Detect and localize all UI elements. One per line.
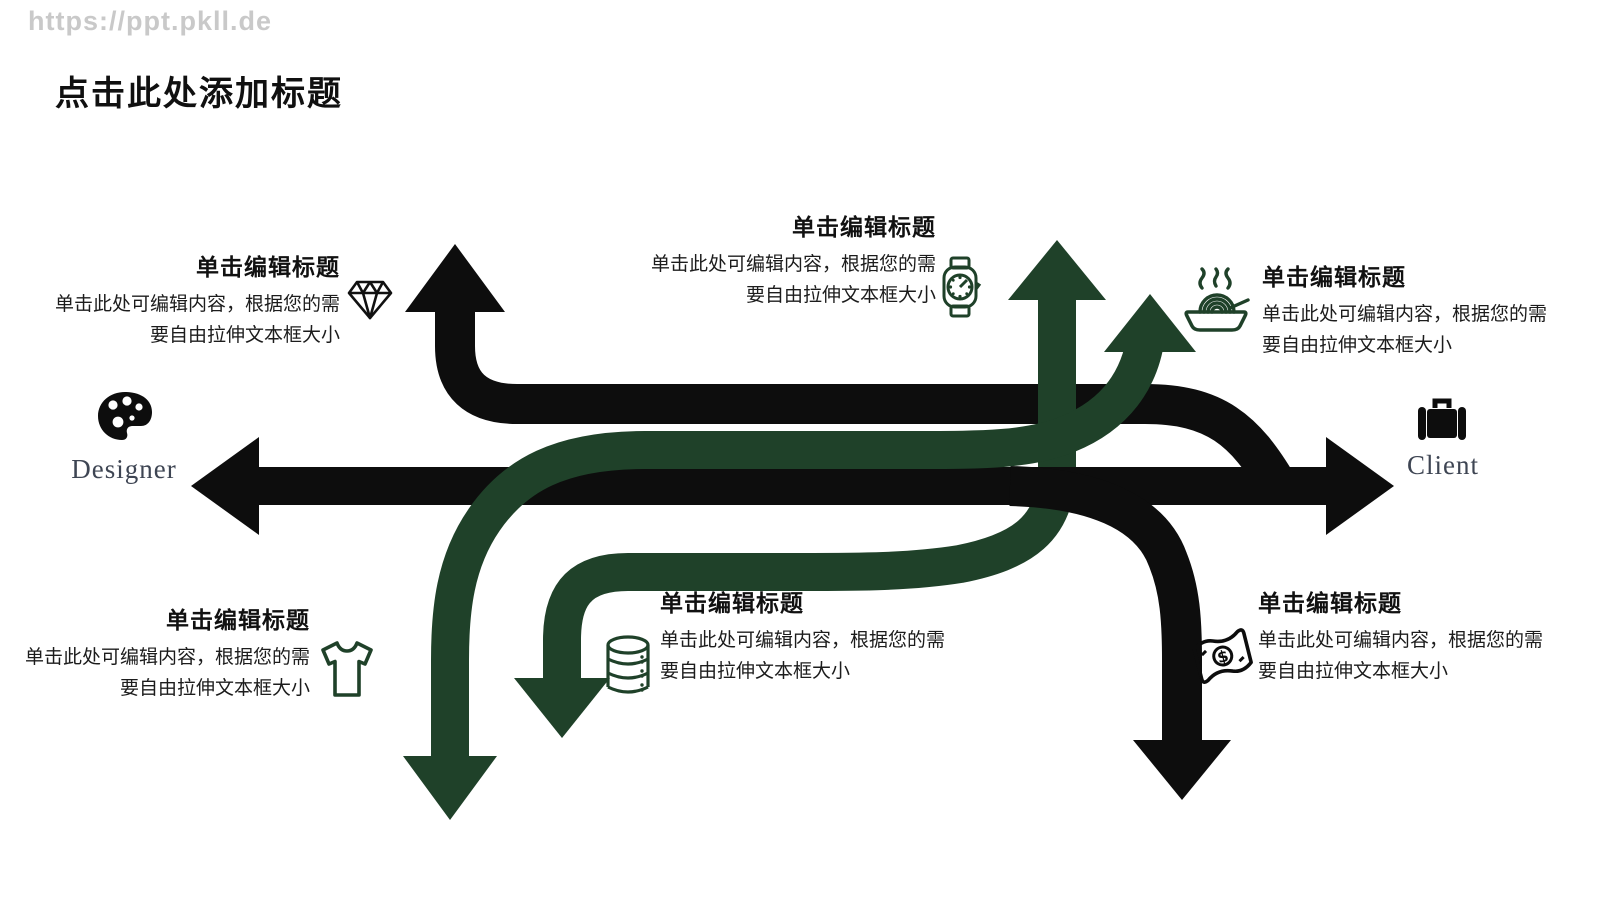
diamond-icon — [347, 280, 393, 320]
briefcase-icon — [1418, 398, 1466, 440]
block-body-line1[interactable]: 单击此处可编辑内容，根据您的需 — [24, 647, 310, 668]
black-down-branch — [1009, 466, 1231, 800]
designer-label[interactable]: Designer — [71, 454, 177, 484]
black-up-branch — [405, 244, 1296, 497]
green-weave-branch — [403, 294, 1196, 820]
block-body-line2[interactable]: 要自由拉伸文本框大小 — [119, 678, 310, 699]
green-tall-branch — [514, 240, 1106, 738]
black-main-axis — [191, 437, 1394, 535]
block-body-line2[interactable]: 要自由拉伸文本框大小 — [1258, 661, 1449, 682]
block-top-right[interactable]: 单击编辑标题 单击此处可编辑内容，根据您的需 要自由拉伸文本框大小 — [1262, 262, 1574, 361]
noodles-icon — [1184, 267, 1250, 332]
block-heading[interactable]: 单击编辑标题 — [166, 607, 310, 633]
money-icon: $ — [1192, 628, 1253, 684]
block-body-line1[interactable]: 单击此处可编辑内容，根据您的需 — [650, 254, 936, 275]
block-body-line1[interactable]: 单击此处可编辑内容，根据您的需 — [54, 294, 340, 315]
block-top-left[interactable]: 单击编辑标题 单击此处可编辑内容，根据您的需 要自由拉伸文本框大小 — [30, 252, 340, 351]
block-top-middle[interactable]: 单击编辑标题 单击此处可编辑内容，根据您的需 要自由拉伸文本框大小 — [618, 212, 936, 311]
block-body-line1[interactable]: 单击此处可编辑内容，根据您的需 — [1262, 304, 1548, 325]
client-label[interactable]: Client — [1407, 450, 1479, 480]
block-body-line1[interactable]: 单击此处可编辑内容，根据您的需 — [1258, 630, 1544, 651]
block-bottom-right[interactable]: 单击编辑标题 单击此处可编辑内容，根据您的需 要自由拉伸文本框大小 — [1258, 588, 1578, 687]
page-title[interactable]: 点击此处添加标题 — [55, 75, 343, 113]
tshirt-icon — [321, 641, 373, 697]
database-icon — [606, 635, 650, 694]
block-bottom-left[interactable]: 单击编辑标题 单击此处可编辑内容，根据您的需 要自由拉伸文本框大小 — [8, 605, 310, 704]
block-heading[interactable]: 单击编辑标题 — [196, 254, 340, 280]
block-body-line2[interactable]: 要自由拉伸文本框大小 — [1262, 335, 1453, 356]
block-heading[interactable]: 单击编辑标题 — [660, 590, 804, 616]
block-heading[interactable]: 单击编辑标题 — [792, 214, 936, 240]
svg-text:$: $ — [1215, 646, 1230, 667]
block-body-line1[interactable]: 单击此处可编辑内容，根据您的需 — [660, 630, 946, 651]
block-bottom-middle[interactable]: 单击编辑标题 单击此处可编辑内容，根据您的需 要自由拉伸文本框大小 — [660, 588, 980, 687]
block-heading[interactable]: 单击编辑标题 — [1258, 590, 1402, 616]
block-body-line2[interactable]: 要自由拉伸文本框大小 — [745, 285, 936, 306]
block-heading[interactable]: 单击编辑标题 — [1262, 264, 1406, 290]
watermark: https://ppt.pkll.de — [28, 6, 272, 36]
palette-icon — [98, 392, 152, 440]
block-body-line2[interactable]: 要自由拉伸文本框大小 — [660, 661, 851, 682]
block-body-line2[interactable]: 要自由拉伸文本框大小 — [149, 325, 340, 346]
watch-icon — [942, 256, 982, 318]
